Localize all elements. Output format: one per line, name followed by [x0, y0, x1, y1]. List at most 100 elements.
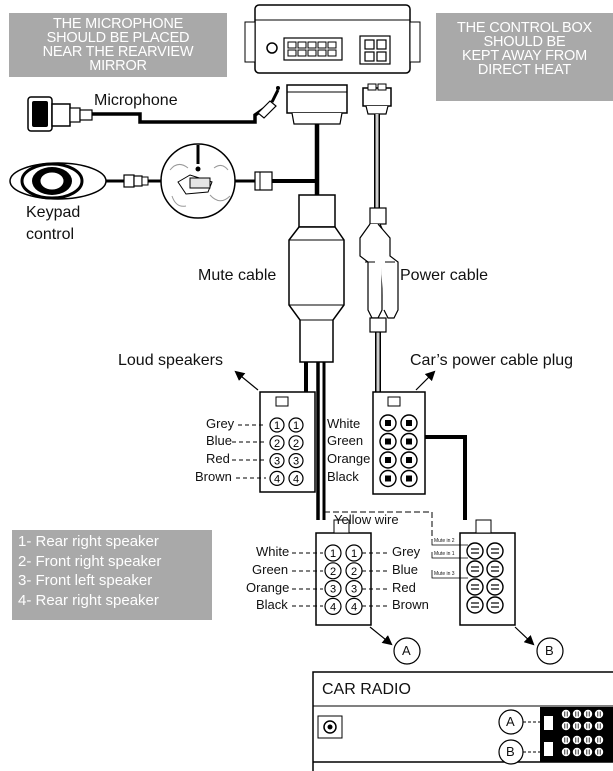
- power-plug-pin-contact: [406, 475, 412, 482]
- radio-left-color-4: Black: [256, 597, 288, 612]
- radio-a-pin-number: 4: [351, 601, 357, 613]
- mute-cable-ferrite: [288, 194, 345, 363]
- radio-right-color-2: Blue: [392, 562, 419, 577]
- callout-b-label: B: [545, 643, 554, 658]
- radio-b-pin: [466, 596, 484, 614]
- radio-b-pin: [486, 578, 504, 596]
- note-line: KEPT AWAY FROM: [461, 48, 588, 64]
- power-plug-pin-contact: [406, 438, 412, 445]
- keypad-label-line1: Keypad: [26, 204, 81, 221]
- speaker-pin-2-left: [269, 435, 285, 451]
- radio-b-pin: [486, 596, 504, 614]
- legend-item: 2- Front right speaker: [18, 552, 162, 570]
- car-radio-label: CAR RADIO: [322, 681, 411, 698]
- radio-socket-pin: [583, 709, 594, 720]
- control-box-heat-note: THE CONTROL BOX SHOULD BE KEPT AWAY FROM…: [436, 13, 613, 101]
- speaker-right-color-3: Orange: [327, 451, 371, 466]
- mute-in-2-label: Mute in 2: [434, 538, 455, 544]
- arrow-to-loud-speakers: [234, 370, 259, 391]
- radio-b-pin: [466, 560, 484, 578]
- power-cable-label: Power cable: [400, 267, 489, 284]
- speaker-pin-3-left: [269, 453, 285, 469]
- main-harness-plug: [286, 84, 348, 125]
- power-plug-label: Car’s power cable plug: [410, 352, 574, 369]
- speaker-pin-1-right: [288, 417, 304, 433]
- speaker-left-color-2: Blue: [206, 433, 233, 448]
- note-line: NEAR THE REARVIEW: [42, 44, 194, 60]
- radio-socket-pin: [561, 709, 572, 720]
- keypad-label-line2: control: [26, 226, 75, 243]
- note-line: SHOULD BE PLACED: [46, 30, 190, 46]
- radio-right-color-1: Grey: [392, 544, 421, 559]
- radio-socket-pin: [572, 721, 583, 732]
- speaker-left-color-1: Grey: [206, 416, 235, 431]
- car-radio: [312, 671, 613, 771]
- keypad-connection-detail: [160, 143, 236, 219]
- loud-speakers-label: Loud speakers: [118, 352, 223, 369]
- speaker-right-color-4: Black: [327, 469, 359, 484]
- speaker-legend: 1- Rear right speaker 2- Front right spe…: [12, 530, 212, 620]
- legend-item: 3- Front left speaker: [18, 572, 153, 589]
- car-power-plug-pins: [379, 414, 418, 488]
- radio-left-color-1: White: [256, 544, 290, 559]
- speaker-connector: [259, 391, 316, 493]
- radio-socket-pin: [561, 747, 572, 758]
- color-leader-lines: [232, 424, 390, 607]
- radio-a-pin-number: 2: [351, 566, 357, 578]
- radio-socket-pin: [594, 709, 605, 720]
- radio-a-pin-number: 4: [330, 601, 336, 613]
- speaker-pin-number: 1: [293, 420, 299, 432]
- arrow-to-callout-a: [369, 626, 393, 646]
- power-plug-pin-contact: [385, 438, 391, 445]
- radio-socket-pin: [572, 709, 583, 720]
- mute-leader-lines: [431, 540, 468, 579]
- car-radio-socket-pins: [561, 709, 605, 758]
- speaker-pin-number: 1: [274, 420, 280, 432]
- speaker-pin-4-left: [269, 470, 285, 486]
- radio-left-color-2: Green: [252, 562, 289, 577]
- speaker-left-color-3: Red: [206, 451, 230, 466]
- note-line: DIRECT HEAT: [477, 62, 572, 78]
- callout-a-label: A: [402, 643, 411, 658]
- power-plug-pin-contact: [385, 475, 391, 482]
- power-plug-pin-contact: [406, 457, 412, 463]
- radio-socket-pin: [583, 747, 594, 758]
- detail-right-plug: [254, 171, 273, 191]
- mute-in-3-label: Mute in 3: [434, 571, 455, 577]
- speaker-right-color-2: Green: [327, 433, 364, 448]
- radio-a-pin-3-left: [324, 579, 342, 598]
- radio-socket-a-label: A: [506, 714, 515, 729]
- mute-in-1-label: Mute in 1: [434, 551, 455, 557]
- note-line: THE CONTROL BOX: [456, 20, 593, 36]
- speaker-pin-number: 2: [274, 438, 280, 450]
- speaker-pin-number: 4: [293, 473, 299, 485]
- radio-a-pin-number: 1: [330, 548, 336, 560]
- speaker-pin-2-right: [288, 435, 304, 451]
- callout-b-circle: [536, 637, 564, 665]
- speaker-pin-number: 3: [293, 456, 299, 468]
- radio-a-pin-number: 3: [330, 584, 336, 596]
- speaker-pin-number: 2: [293, 438, 299, 450]
- radio-left-color-3: Orange: [246, 580, 290, 595]
- microphone: [27, 96, 93, 132]
- speaker-pin-number: 4: [274, 473, 280, 485]
- speaker-right-color-1: White: [327, 416, 361, 431]
- arrow-to-callout-b: [514, 626, 535, 646]
- power-plug-top: [362, 83, 392, 115]
- radio-socket-pin: [583, 721, 594, 732]
- radio-socket-pin: [572, 735, 583, 746]
- radio-a-pin-number: 1: [351, 548, 357, 560]
- radio-socket-pin: [594, 721, 605, 732]
- speaker-pin-3-right: [288, 453, 304, 469]
- note-line: SHOULD BE: [483, 34, 566, 50]
- radio-a-pin-number: 2: [330, 566, 336, 578]
- power-fuse-holders: [359, 207, 399, 333]
- callout-a-circle: [393, 637, 421, 665]
- legend-item: 1- Rear right speaker: [18, 533, 159, 550]
- radio-socket-b-label: B: [506, 744, 515, 759]
- radio-connector-b-pins: [466, 542, 504, 614]
- radio-a-pin-1-left: [324, 544, 342, 562]
- cables: [92, 104, 467, 540]
- power-plug-pin-contact: [406, 420, 412, 426]
